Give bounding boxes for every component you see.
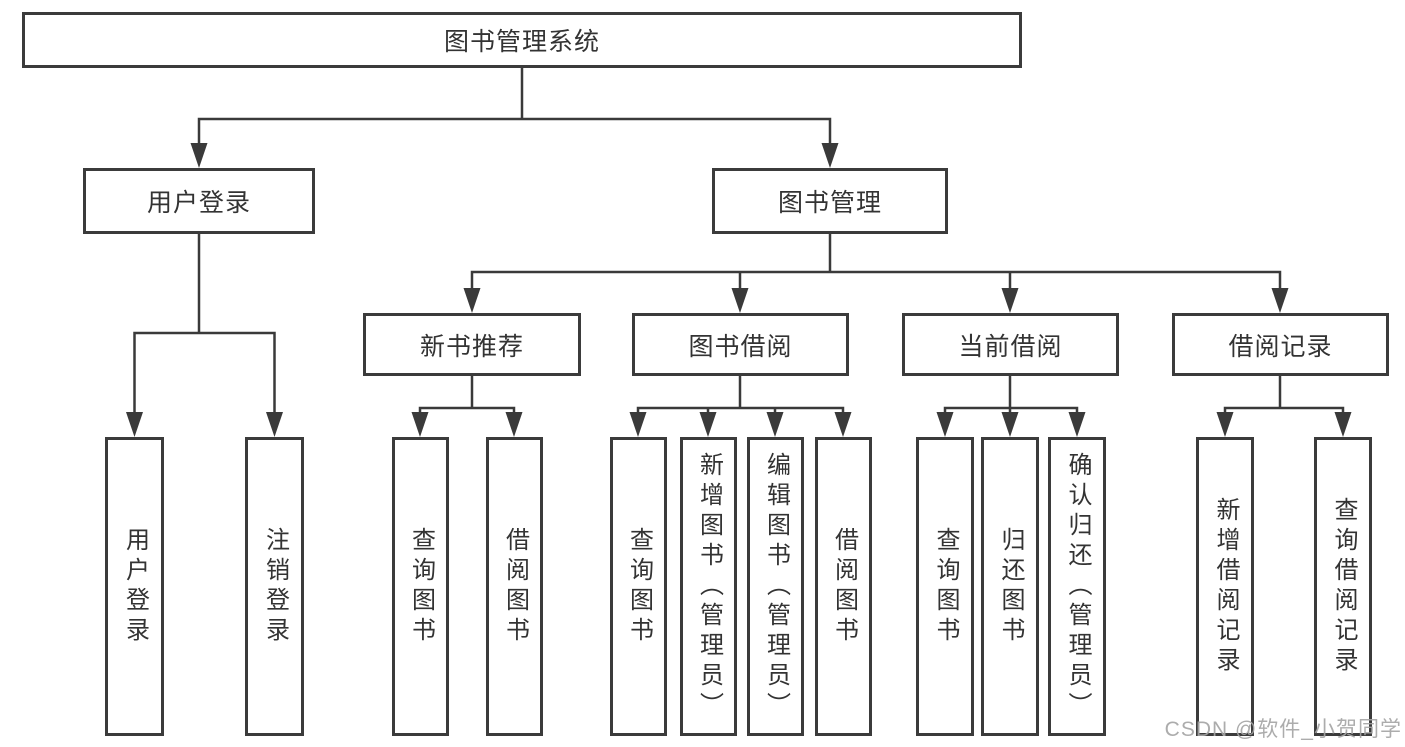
node-branch-user-login: 用户登录 [83, 168, 315, 234]
node-leaf-logout: 注销登录 [245, 437, 304, 736]
connector-user-login-to-leaves [126, 232, 283, 437]
node-leaf-user-login-label: 用户登录 [121, 526, 149, 647]
arrowhead-icon [629, 412, 852, 437]
connector-current-borrow-to-leaves [936, 374, 1086, 437]
node-branch-book-management-label: 图书管理 [777, 189, 882, 217]
connector-root-to-level2 [190, 66, 839, 168]
arrowhead-icon [1216, 412, 1352, 437]
node-section-book-borrow-label: 图书借阅 [688, 332, 793, 361]
node-root-label: 图书管理系统 [443, 28, 600, 56]
node-leaf-br-search-borrow-record: 查询借阅记录 [1314, 437, 1372, 736]
node-leaf-cb-confirm-return-admin: 确认归还（管理员） [1048, 437, 1106, 736]
arrowhead-icon [463, 288, 1289, 313]
node-leaf-bb-search-books: 查询图书 [610, 437, 667, 736]
node-leaf-nbr-borrow-books: 借阅图书 [486, 437, 543, 736]
csdn-watermark: CSDN @软件_小贺同学 [1164, 718, 1402, 741]
node-leaf-cb-return-books: 归还图书 [981, 437, 1039, 736]
arrowhead-icon [936, 412, 1086, 437]
node-leaf-bb-add-books-admin: 新增图书（管理员） [680, 437, 737, 736]
node-leaf-nbr-search-books-label: 查询图书 [407, 526, 435, 647]
arrowhead-icon [411, 412, 523, 437]
node-section-new-book-recommend-label: 新书推荐 [419, 332, 524, 361]
node-root: 图书管理系统 [22, 12, 1022, 68]
node-leaf-cb-return-books-label: 归还图书 [997, 526, 1024, 647]
node-section-new-book-recommend: 新书推荐 [363, 313, 581, 376]
node-leaf-cb-search-books: 查询图书 [916, 437, 974, 736]
node-leaf-cb-confirm-return-admin-label: 确认归还（管理员） [1064, 451, 1091, 722]
node-leaf-bb-borrow-books: 借阅图书 [815, 437, 872, 736]
node-leaf-nbr-search-books: 查询图书 [392, 437, 449, 736]
node-section-borrow-records-label: 借阅记录 [1228, 332, 1333, 361]
node-branch-book-management: 图书管理 [712, 168, 948, 234]
node-leaf-bb-edit-books-admin-label: 编辑图书（管理员） [762, 451, 790, 722]
node-leaf-user-login: 用户登录 [105, 437, 164, 736]
node-section-book-borrow: 图书借阅 [632, 313, 849, 376]
node-leaf-br-add-borrow-record: 新增借阅记录 [1196, 437, 1254, 736]
node-section-current-borrow: 当前借阅 [902, 313, 1119, 376]
node-section-borrow-records: 借阅记录 [1172, 313, 1389, 376]
node-leaf-bb-borrow-books-label: 借阅图书 [830, 526, 858, 647]
node-leaf-bb-search-books-label: 查询图书 [625, 526, 653, 647]
connector-new-book-recommend-to-leaves [411, 374, 523, 437]
node-section-current-borrow-label: 当前借阅 [958, 332, 1063, 361]
node-leaf-logout-label: 注销登录 [261, 526, 289, 647]
connector-book-mgmt-to-sections [463, 232, 1289, 313]
node-branch-user-login-label: 用户登录 [146, 189, 251, 217]
connector-borrow-records-to-leaves [1216, 374, 1352, 437]
node-leaf-br-search-borrow-record-label: 查询借阅记录 [1330, 496, 1357, 677]
node-leaf-bb-add-books-admin-label: 新增图书（管理员） [695, 451, 723, 722]
node-leaf-bb-edit-books-admin: 编辑图书（管理员） [747, 437, 804, 736]
arrowhead-icon [126, 412, 283, 437]
connector-book-borrow-to-leaves [629, 374, 852, 437]
node-leaf-br-add-borrow-record-label: 新增借阅记录 [1212, 496, 1239, 677]
node-leaf-nbr-borrow-books-label: 借阅图书 [501, 526, 529, 647]
node-leaf-cb-search-books-label: 查询图书 [932, 526, 959, 647]
arrowhead-icon [190, 143, 839, 168]
